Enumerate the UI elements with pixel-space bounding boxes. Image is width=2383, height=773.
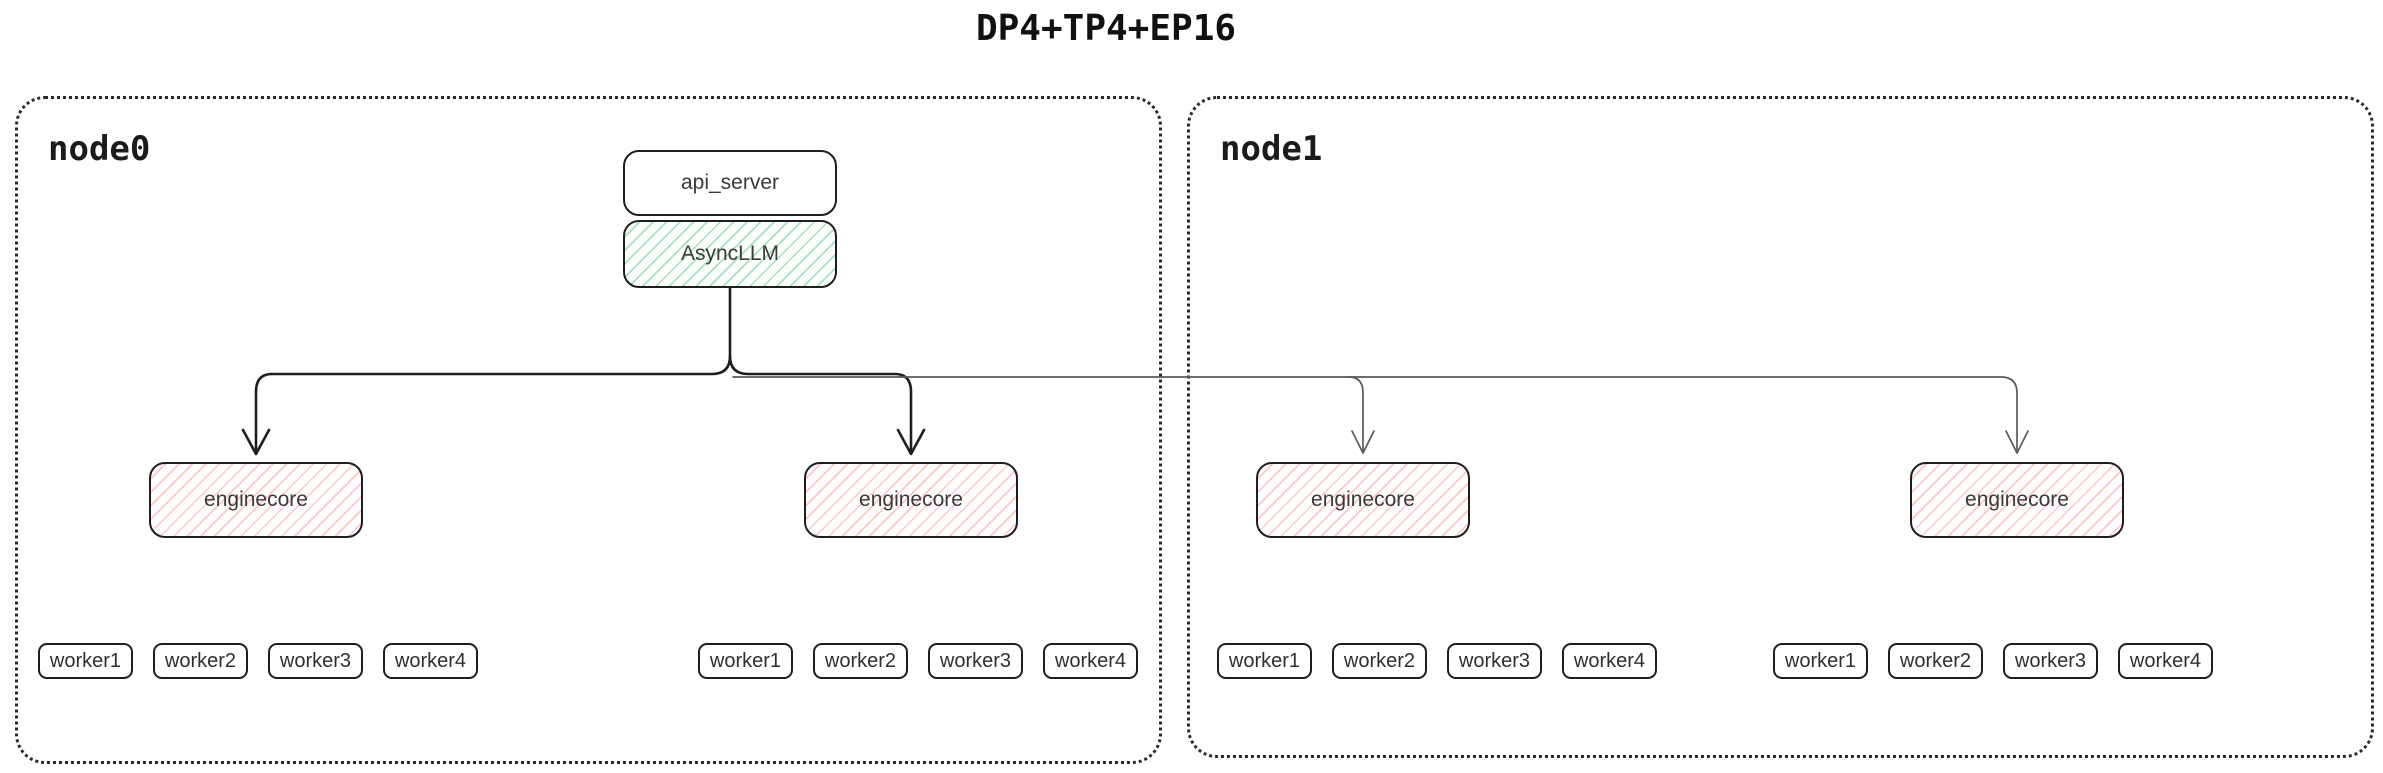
enginecore-label: enginecore	[859, 488, 963, 511]
enginecore-box: enginecore	[1256, 462, 1470, 538]
worker-box: worker1	[38, 643, 133, 679]
worker-label: worker1	[1228, 649, 1301, 672]
worker-label: worker1	[49, 649, 122, 672]
worker-box: worker4	[1043, 643, 1138, 679]
worker-label: worker1	[1784, 649, 1857, 672]
asyncllm-label: AsyncLLM	[680, 242, 780, 265]
worker-box: worker3	[268, 643, 363, 679]
worker-label: worker3	[1458, 649, 1531, 672]
worker-box: worker4	[383, 643, 478, 679]
worker-box: worker1	[698, 643, 793, 679]
worker-label: worker2	[1899, 649, 1972, 672]
enginecore-label: enginecore	[204, 488, 308, 511]
enginecore-box: enginecore	[1910, 462, 2124, 538]
worker-label: worker4	[1054, 649, 1127, 672]
worker-box: worker2	[1332, 643, 1427, 679]
worker-box: worker3	[2003, 643, 2098, 679]
worker-box: worker1	[1217, 643, 1312, 679]
enginecore-label: enginecore	[1311, 488, 1415, 511]
worker-box: worker3	[928, 643, 1023, 679]
worker-box: worker4	[2118, 643, 2213, 679]
worker-label: worker2	[1343, 649, 1416, 672]
worker-label: worker1	[709, 649, 782, 672]
worker-box: worker2	[1888, 643, 1983, 679]
worker-label: worker3	[939, 649, 1012, 672]
api-server-label: api_server	[680, 171, 780, 194]
enginecore-box: enginecore	[149, 462, 363, 538]
worker-label: worker3	[2014, 649, 2087, 672]
worker-box: worker4	[1562, 643, 1657, 679]
worker-box: worker2	[813, 643, 908, 679]
asyncllm-box: AsyncLLM	[623, 220, 837, 288]
node1-label: node1	[1220, 129, 1323, 169]
worker-label: worker4	[394, 649, 467, 672]
enginecore-box: enginecore	[804, 462, 1018, 538]
worker-box: worker3	[1447, 643, 1542, 679]
api-server-box: api_server	[623, 150, 837, 216]
diagram-title: DP4+TP4+EP16	[975, 8, 1237, 49]
worker-label: worker4	[2129, 649, 2202, 672]
worker-box: worker1	[1773, 643, 1868, 679]
worker-label: worker4	[1573, 649, 1646, 672]
worker-label: worker2	[164, 649, 237, 672]
node0-label: node0	[48, 129, 151, 169]
worker-box: worker2	[153, 643, 248, 679]
enginecore-label: enginecore	[1965, 488, 2069, 511]
worker-label: worker2	[824, 649, 897, 672]
worker-label: worker3	[279, 649, 352, 672]
